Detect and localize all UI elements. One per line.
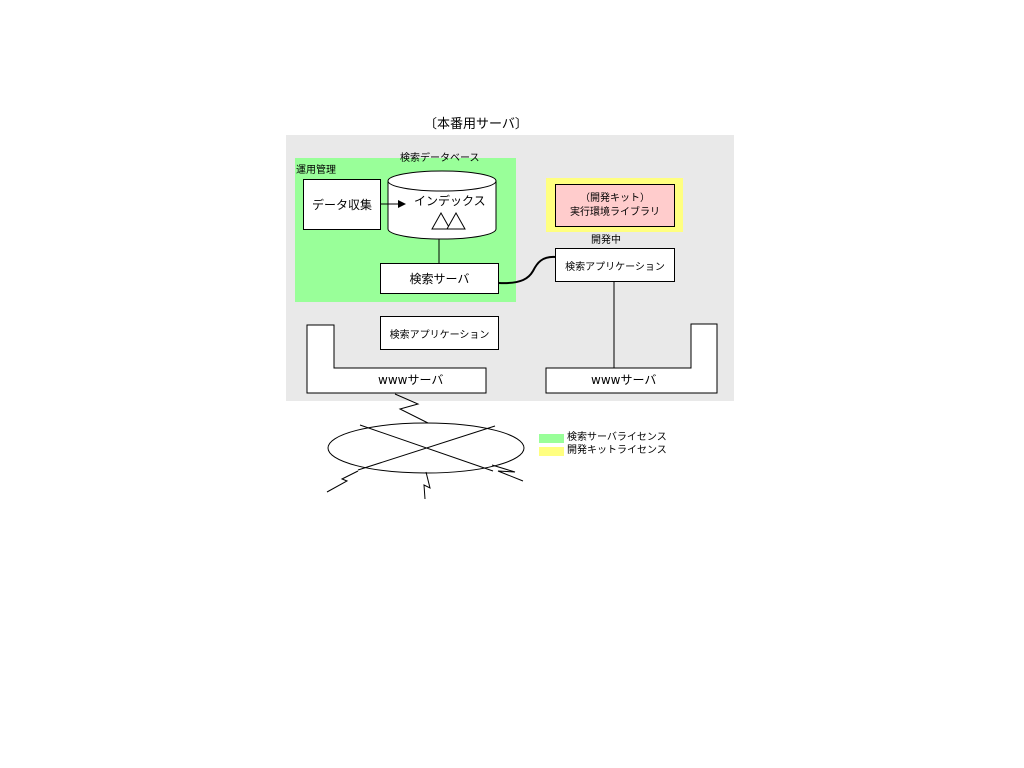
index-triangles-icon	[431, 211, 466, 230]
index-label: インデックス	[414, 194, 486, 208]
dev-search-app-label: 検索アプリケーション	[565, 261, 665, 273]
devkit-label: （開発キット）	[580, 192, 650, 204]
diagram-title: 〔本番用サーバ〕	[424, 117, 528, 132]
network-link-top	[394, 393, 429, 424]
ops-management-label: 運用管理	[296, 165, 336, 176]
www-server-left-shape	[306, 324, 487, 394]
legend-swatch-devkit	[539, 447, 564, 456]
legend-swatch-search	[539, 434, 564, 443]
search-server-box: 検索サーバ	[380, 263, 499, 294]
network-link-left	[326, 470, 359, 493]
runtime-library-label: 実行環境ライブラリ	[570, 206, 660, 218]
arrowhead-icon	[398, 200, 406, 208]
data-collection-label: データ収集	[311, 198, 372, 212]
dev-search-app-box: 検索アプリケーション	[555, 248, 675, 282]
legend: 検索サーバライセンス 開発キットライセンス	[539, 433, 699, 461]
data-collection-box: データ収集	[303, 179, 381, 230]
network-link-bottom	[423, 471, 431, 500]
www-server-right-shape	[545, 323, 718, 394]
legend-label-search: 検索サーバライセンス	[567, 432, 667, 443]
search-database-label: 検索データベース	[400, 153, 480, 164]
network-link-right	[491, 464, 524, 482]
server-to-devapp-link	[498, 255, 557, 285]
search-app-box: 検索アプリケーション	[380, 316, 499, 350]
devkit-runtime-box: （開発キット） 実行環境ライブラリ	[555, 184, 675, 227]
search-app-label: 検索アプリケーション	[389, 329, 490, 341]
www-server-right-label: wwwサーバ	[591, 373, 657, 387]
search-server-label: 検索サーバ	[409, 272, 470, 286]
legend-label-devkit: 開発キットライセンス	[567, 445, 667, 456]
www-server-left-label: wwwサーバ	[378, 373, 444, 387]
search-database-cylinder	[387, 170, 497, 240]
in-development-label: 開発中	[591, 235, 621, 246]
